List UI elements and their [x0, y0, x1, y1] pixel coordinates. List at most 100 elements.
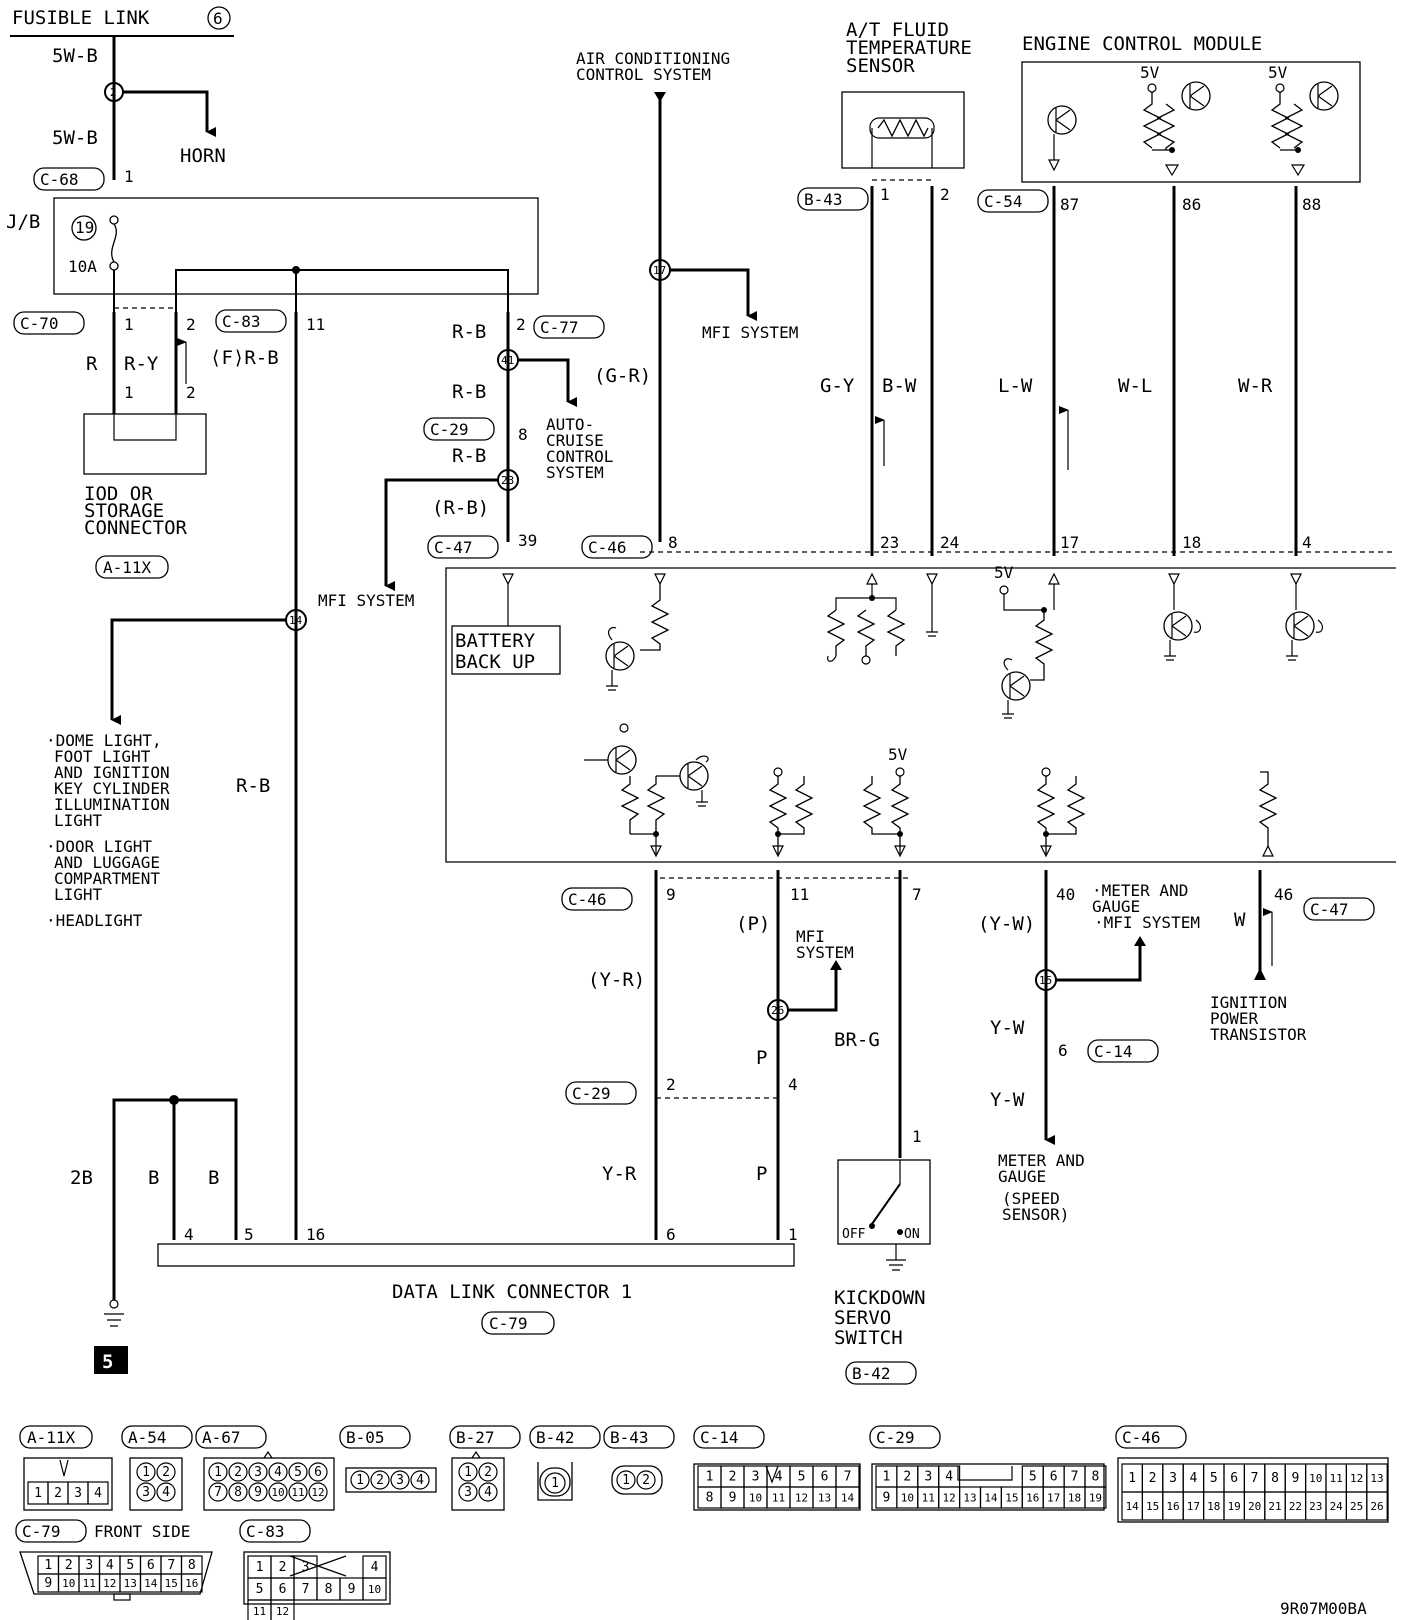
connector-pin-number: 1: [883, 1470, 891, 1485]
svg-text:88: 88: [1302, 195, 1321, 214]
svg-text:R-Y: R-Y: [124, 353, 159, 375]
svg-text:FOOT LIGHT: FOOT LIGHT: [54, 747, 151, 766]
svg-text:6: 6: [1058, 1041, 1068, 1060]
connector-pin-number: 7: [1071, 1470, 1079, 1485]
svg-text:C-14: C-14: [700, 1428, 739, 1447]
fuse-number: 19: [75, 218, 94, 237]
svg-text:Y-W: Y-W: [990, 1017, 1025, 1039]
connector-tag-c68: [33, 167, 105, 191]
svg-text:26: 26: [771, 1004, 784, 1017]
connector-pin-number: 2: [65, 1558, 73, 1573]
svg-text:·MFI SYSTEM: ·MFI SYSTEM: [1094, 913, 1200, 932]
connector-pin-number: 1: [142, 1465, 150, 1480]
svg-text:L-W: L-W: [998, 375, 1033, 397]
svg-text:4: 4: [1302, 533, 1312, 552]
svg-text:AND LUGGAGE: AND LUGGAGE: [54, 853, 160, 872]
connector-tag-c79: [481, 1311, 555, 1335]
connector-pin-number: 19: [1228, 1500, 1241, 1513]
svg-text:C-46: C-46: [588, 538, 627, 557]
wire-to-mfi-top: [670, 268, 757, 321]
svg-text:11: 11: [306, 315, 325, 334]
connector-pin-number: 9: [348, 1582, 356, 1597]
svg-text:39: 39: [518, 531, 537, 550]
svg-text:SENSOR): SENSOR): [1002, 1205, 1069, 1224]
connector-pin-number: 8: [706, 1491, 714, 1506]
svg-text:(SPEED: (SPEED: [1002, 1189, 1060, 1208]
svg-text:C-29: C-29: [572, 1084, 611, 1103]
connector-pin-number: 8: [234, 1485, 242, 1500]
svg-text:C-83: C-83: [222, 312, 261, 331]
connector-tag-c47-bottom: [1303, 897, 1375, 921]
connector-pin-number: 2: [376, 1473, 384, 1488]
svg-text:METER AND: METER AND: [998, 1151, 1085, 1170]
connector-pin-number: 6: [279, 1582, 287, 1597]
ecm-top-section: ENGINE CONTROL MODULE 5V 5V C-54 87 86 8…: [977, 33, 1361, 556]
svg-text:STORAGE: STORAGE: [84, 500, 164, 522]
connector-pin-number: 1: [706, 1470, 714, 1485]
svg-text:Y-W: Y-W: [990, 1089, 1025, 1111]
svg-text:KEY CYLINDER: KEY CYLINDER: [54, 779, 170, 798]
svg-text:SENSOR: SENSOR: [846, 55, 915, 77]
ground-and-dlc: 2B B B 5 4 5 16 6 1 DATA LINK CONNECTOR …: [70, 1095, 798, 1374]
connector-pin-number: 10: [62, 1577, 75, 1590]
connector-pin-number: 12: [795, 1492, 808, 1505]
connector-pin-number: 6: [821, 1470, 829, 1485]
svg-text:P: P: [756, 1163, 767, 1185]
svg-text:A/T FLUID: A/T FLUID: [846, 19, 949, 41]
svg-text:R-B: R-B: [452, 321, 486, 343]
svg-text:IOD OR: IOD OR: [84, 483, 153, 505]
svg-text:87: 87: [1060, 195, 1079, 214]
svg-text:A-67: A-67: [202, 1428, 241, 1447]
svg-text:2: 2: [516, 315, 526, 334]
fusible-link-section: FUSIBLE LINK 6 5W-B 2 HORN 5W-B C-68 1 J…: [6, 6, 613, 1240]
svg-text:·HEADLIGHT: ·HEADLIGHT: [46, 911, 143, 930]
dlc-label: DATA LINK CONNECTOR 1: [392, 1281, 632, 1303]
svg-text:11: 11: [790, 885, 809, 904]
connector-tag-c29-top: [423, 417, 495, 441]
battery-backup-box: [451, 625, 561, 675]
connector-pin-number: 3: [1169, 1471, 1177, 1486]
svg-text:KICKDOWN: KICKDOWN: [834, 1287, 926, 1309]
svg-text:C-29: C-29: [876, 1428, 915, 1447]
svg-text:W-R: W-R: [1238, 375, 1273, 397]
connector-pin-number: 1: [1128, 1471, 1136, 1486]
connector-pin-number: 9: [44, 1576, 52, 1591]
svg-text:86: 86: [1182, 195, 1201, 214]
connector-pin-number: 26: [1370, 1500, 1383, 1513]
svg-text:BR-G: BR-G: [834, 1029, 880, 1051]
connector-pin-number: 10: [368, 1583, 381, 1596]
wire-to-auto-cruise: [518, 358, 577, 407]
svg-text:8: 8: [668, 533, 678, 552]
connector-pin-number: 2: [54, 1486, 62, 1501]
connector-pin-number: 7: [214, 1485, 222, 1500]
connector-pin-number: 3: [396, 1473, 404, 1488]
connector-pin-number: 9: [883, 1491, 891, 1506]
connector-pin-number: 10: [901, 1492, 914, 1505]
svg-text:SERVO: SERVO: [834, 1307, 891, 1329]
connector-pin-number: 15: [1146, 1500, 1159, 1513]
connector-pin-number: 4: [94, 1486, 102, 1501]
svg-text:16: 16: [306, 1225, 325, 1244]
wire-to-mfi: [384, 478, 498, 591]
connector-pin-number: 1: [464, 1465, 472, 1480]
svg-text:A-11X: A-11X: [27, 1428, 76, 1447]
connector-pin-number: 13: [124, 1577, 137, 1590]
kickdown-servo-switch: [837, 1159, 931, 1245]
svg-text:B-05: B-05: [346, 1428, 385, 1447]
connector-tag-c46-bottom: [561, 887, 633, 911]
connector-pin-number: 11: [772, 1492, 785, 1505]
jb-label: J/B: [6, 211, 40, 233]
svg-text:(P): (P): [736, 913, 770, 935]
svg-text:·METER AND: ·METER AND: [1092, 881, 1188, 900]
connector-pin-number: 3: [752, 1470, 760, 1485]
connector-pin-number: 2: [729, 1470, 737, 1485]
connector-pin-number: 4: [1189, 1471, 1197, 1486]
svg-text:·DOOR LIGHT: ·DOOR LIGHT: [46, 837, 152, 856]
svg-text:G-Y: G-Y: [820, 375, 855, 397]
svg-text:B: B: [148, 1167, 159, 1189]
connector-pin-number: 14: [984, 1492, 998, 1505]
svg-text:B-42: B-42: [852, 1364, 891, 1383]
svg-text:24: 24: [940, 533, 959, 552]
atf-sensor-box: [841, 91, 965, 169]
svg-text:C-46: C-46: [568, 890, 607, 909]
